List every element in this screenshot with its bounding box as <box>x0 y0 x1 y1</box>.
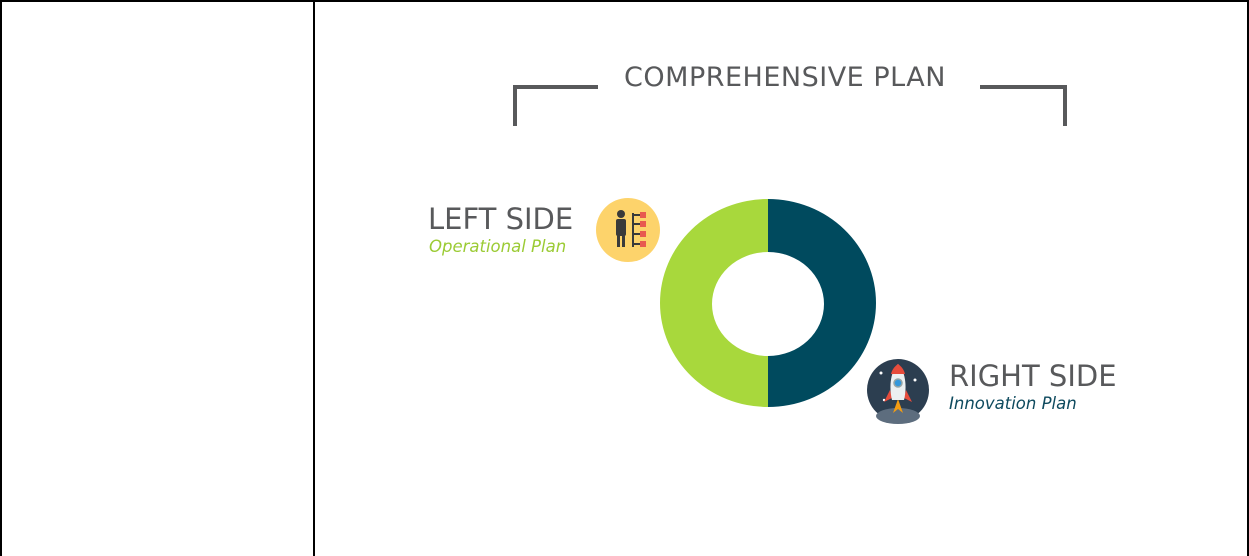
bracket-left-arm <box>513 85 598 126</box>
bracket <box>513 85 1067 126</box>
left-side-subheading: Operational Plan <box>429 237 567 256</box>
table-cell-divider <box>313 0 315 556</box>
org-chart-icon <box>596 198 660 262</box>
right-side-subheading: Innovation Plan <box>949 394 1077 413</box>
diagram-title: COMPREHENSIVE PLAN <box>624 62 946 93</box>
donut-chart <box>660 199 876 407</box>
donut-right-half <box>768 199 876 407</box>
bracket-right-arm <box>980 85 1067 126</box>
donut-left-half <box>660 199 768 407</box>
rocket-icon <box>867 359 929 424</box>
left-side-heading: LEFT SIDE <box>428 202 574 236</box>
right-side-heading: RIGHT SIDE <box>949 359 1117 393</box>
